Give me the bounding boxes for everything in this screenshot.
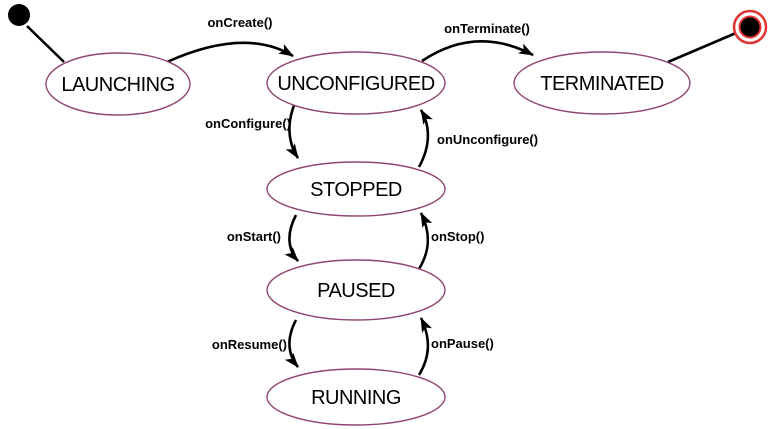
transition-onstart-arrow bbox=[284, 214, 299, 262]
state-label-stopped: STOPPED bbox=[310, 179, 402, 201]
initial-state-icon bbox=[8, 4, 30, 26]
transition-terminated-to-final-line bbox=[667, 31, 737, 64]
state-terminated: TERMINATED bbox=[513, 51, 691, 115]
transition-label-onresume: onResume() bbox=[212, 337, 287, 352]
final-state bbox=[667, 9, 768, 64]
transition-oncreate-arrow bbox=[166, 41, 294, 64]
state-unconfigured: UNCONFIGURED bbox=[266, 51, 446, 115]
state-ellipse-paused bbox=[266, 259, 446, 321]
transition-label-onconfigure: onConfigure() bbox=[205, 116, 291, 131]
final-state-icon bbox=[738, 15, 762, 39]
state-ellipse-launching bbox=[45, 52, 191, 116]
state-ellipse-running bbox=[266, 368, 446, 426]
transition-initial-to-launching-line bbox=[26, 25, 65, 63]
transition-label-onstart: onStart() bbox=[227, 229, 281, 244]
state-launching: LAUNCHING bbox=[45, 52, 191, 116]
transition-onresume-arrow bbox=[284, 319, 300, 368]
final-state-outer-ring-icon bbox=[732, 9, 768, 45]
state-ellipse-unconfigured bbox=[266, 51, 446, 115]
transition-label-onunconfigure: onUnconfigure() bbox=[437, 132, 538, 147]
state-ellipse-terminated bbox=[513, 51, 691, 115]
transition-onstop-arrow bbox=[417, 212, 433, 270]
transition-onterminate-arrow bbox=[421, 40, 534, 63]
transition-onunconfigure-arrow bbox=[417, 109, 433, 168]
state-label-unconfigured: UNCONFIGURED bbox=[277, 73, 434, 95]
state-paused: PAUSED bbox=[266, 259, 446, 321]
state-label-launching: LAUNCHING bbox=[61, 74, 174, 96]
state-label-running: RUNNING bbox=[311, 387, 401, 409]
initial-state bbox=[8, 4, 65, 63]
state-running: RUNNING bbox=[266, 368, 446, 426]
transition-label-oncreate: onCreate() bbox=[207, 15, 272, 30]
state-label-terminated: TERMINATED bbox=[540, 73, 664, 95]
transition-label-onterminate: onTerminate() bbox=[444, 21, 530, 36]
transition-onconfigure-arrow bbox=[285, 100, 300, 159]
transition-label-onpause: onPause() bbox=[431, 336, 494, 351]
state-label-paused: PAUSED bbox=[317, 280, 395, 302]
state-ellipse-stopped bbox=[266, 161, 446, 217]
transition-label-onstop: onStop() bbox=[431, 229, 484, 244]
state-stopped: STOPPED bbox=[266, 161, 446, 217]
transition-onpause-arrow bbox=[417, 317, 432, 376]
